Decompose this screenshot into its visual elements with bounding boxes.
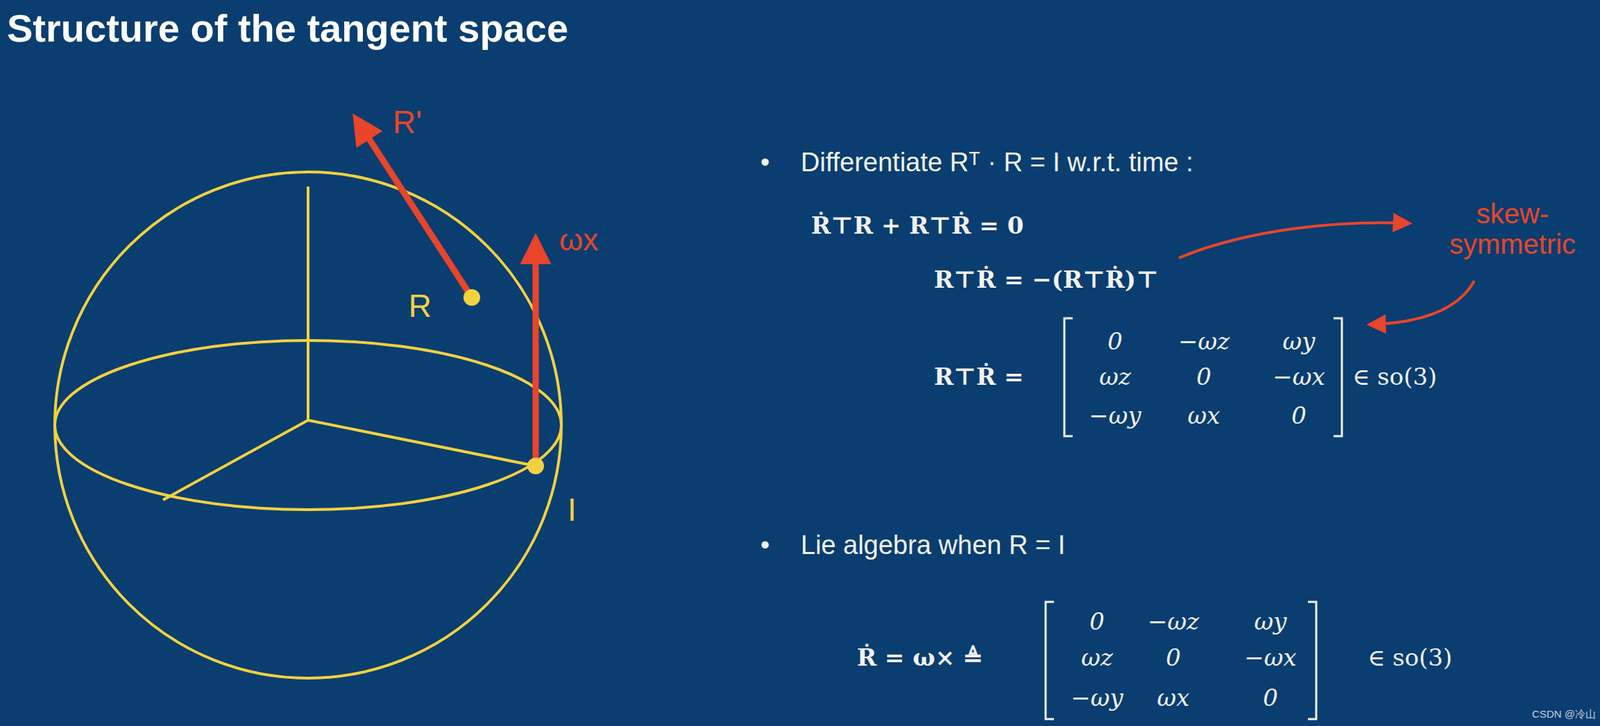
sphere (54, 172, 562, 679)
matrix-bracket (1045, 602, 1054, 720)
matrix-entry: ωy (1282, 328, 1316, 356)
matrix-entry: ωz (1099, 363, 1131, 391)
vector-label: ωx (559, 222, 599, 259)
annotation: skew- symmetric (1443, 198, 1582, 260)
matrix-entry: −ωx (1272, 363, 1325, 391)
sphere-outline (54, 172, 562, 679)
point-label: R (408, 287, 432, 325)
matrix-entry: −ωz (1147, 608, 1199, 636)
equation: R⊤Ṙ = (933, 363, 1024, 391)
vector-label: R' (392, 104, 422, 141)
matrix-entry: 0 (1262, 684, 1279, 712)
equation: R⊤Ṙ = −(R⊤Ṙ)⊤ (933, 266, 1159, 294)
matrix-entry: ωx (1187, 402, 1221, 430)
point-label: I (567, 491, 577, 529)
matrix-entry: −ωz (1178, 328, 1230, 356)
matrix-bracket (1064, 318, 1073, 437)
axis-line (308, 420, 536, 467)
axis-line (306, 186, 310, 421)
axis-line (163, 420, 309, 501)
matrix-entry: ωx (1157, 684, 1190, 712)
equation: Ṙ = ω× ≜ (856, 644, 983, 672)
matrix-entry: 0 (1107, 328, 1123, 356)
set-membership: ∈ so(3) (1352, 363, 1437, 391)
equation: Ṙ⊤R + R⊤Ṙ = 0 (811, 212, 1024, 240)
point-dot (463, 289, 481, 306)
bullet: • (760, 530, 770, 562)
tangent-arrow (532, 239, 540, 467)
matrix-entry: −ωy (1070, 684, 1123, 712)
bullet: • (760, 147, 770, 179)
slide-title: Structure of the tangent space (6, 5, 569, 51)
bullet-text: Lie algebra when R = I (800, 530, 1066, 562)
matrix-bracket (1307, 602, 1317, 720)
callout-arrow (1370, 281, 1475, 325)
matrix-bracket (1333, 318, 1342, 437)
matrix-entry: −ωy (1088, 402, 1141, 430)
matrix-entry: 0 (1089, 608, 1105, 636)
bullet-text: Differentiate Rᵀ · R = I w.r.t. time : (800, 147, 1194, 179)
set-membership: ∈ so(3) (1367, 644, 1453, 672)
matrix-entry: 0 (1165, 644, 1181, 672)
matrix-entry: ωy (1254, 608, 1288, 636)
matrix-entry: −ωx (1244, 644, 1297, 672)
callout-arrow (1178, 222, 1409, 259)
matrix-entry: 0 (1291, 402, 1307, 430)
tangent-arrow (355, 118, 472, 298)
matrix-entry: ωz (1081, 644, 1113, 672)
matrix-entry: 0 (1196, 363, 1212, 391)
point-dot (527, 457, 544, 475)
watermark: CSDN @冷山 (1532, 708, 1596, 721)
matrix-brackets (1045, 318, 1342, 720)
